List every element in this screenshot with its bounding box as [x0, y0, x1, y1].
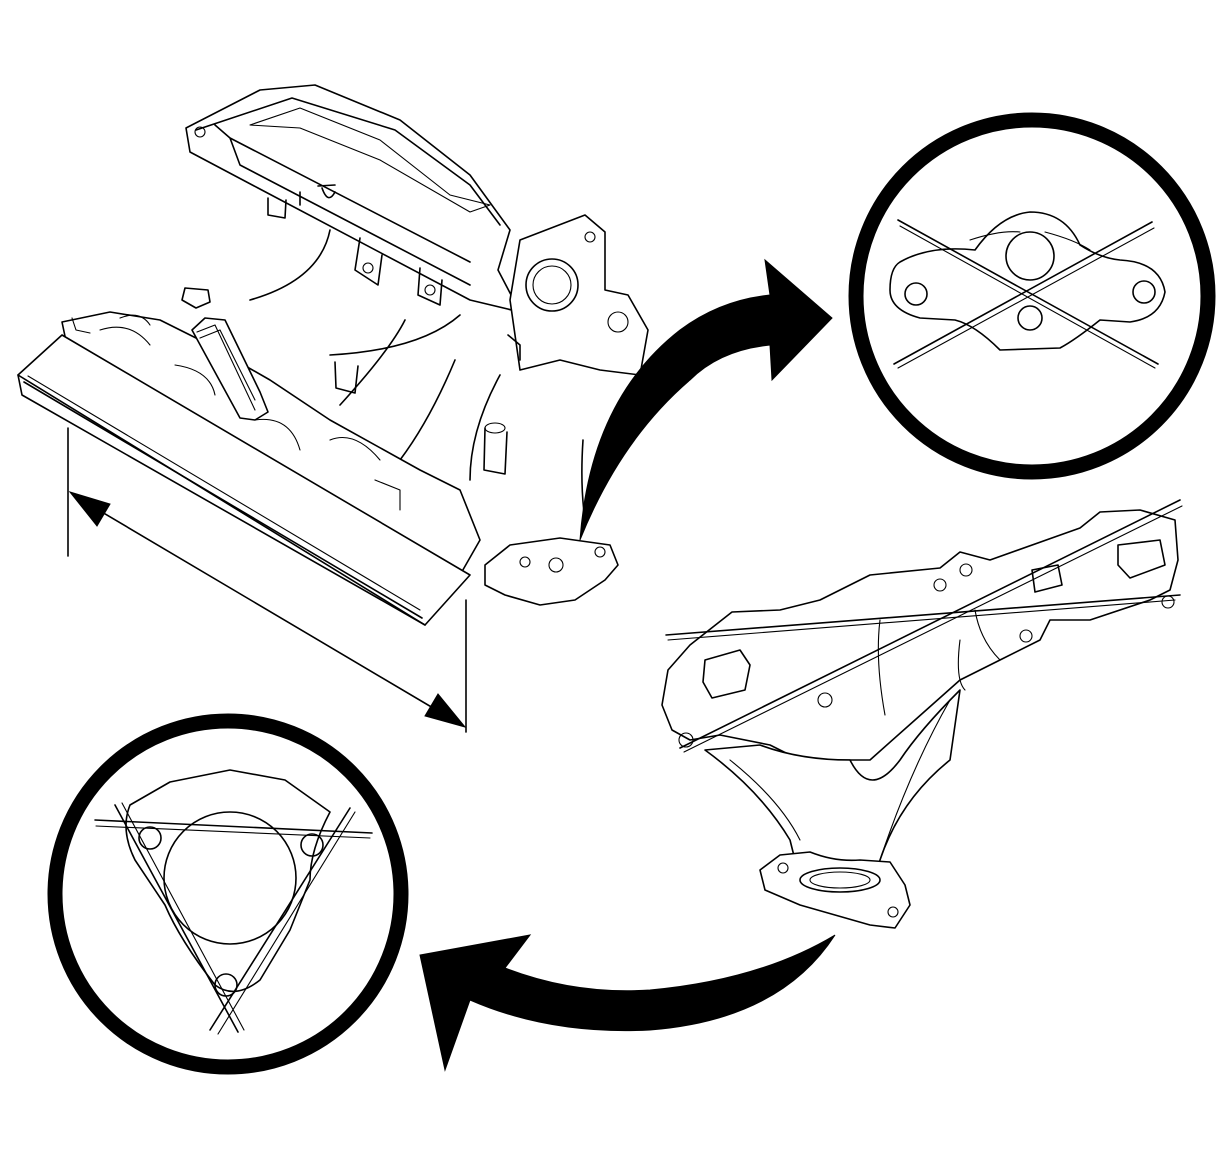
curved-arrow-to-top-callout [579, 258, 833, 541]
straightedges-exhaust [665, 499, 1183, 753]
callout-two-bolt-flange [848, 112, 1216, 480]
dimension-arrow-left [68, 491, 111, 527]
length-dimension [67, 427, 467, 733]
callout-three-bolt-flange [47, 713, 409, 1075]
intake-manifold [61, 84, 649, 606]
straightedge-intake [17, 334, 471, 626]
dimension-arrow-right [424, 693, 467, 728]
curved-arrow-to-bottom-callout [419, 934, 836, 1072]
